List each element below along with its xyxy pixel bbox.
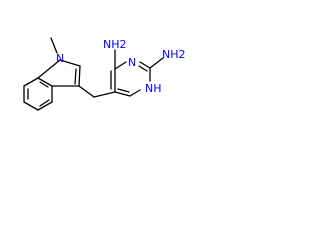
bond-c5-c4 [37, 101, 53, 111]
bond-c2-nh2 [149, 57, 164, 69]
bond-c2-c3-double [74, 68, 77, 85]
bond-inner-2 [39, 99, 50, 107]
bond-c3-ch2 [78, 85, 95, 98]
bond-n3-c2-double [138, 65, 148, 72]
atom-ring-n3: N [128, 56, 136, 69]
atom-indole-n: N [56, 52, 64, 65]
bond-c6-c5 [23, 101, 39, 111]
bond-c6-c5 [114, 91, 131, 97]
atom-amine-4: NH2 [103, 38, 127, 51]
bond-inner-3 [39, 81, 49, 88]
bond-c2-c3 [78, 65, 81, 87]
molecule-structure: N NH2 NH2 N NH [23, 37, 186, 111]
bond-n1-methyl [50, 37, 58, 54]
bond-ch2-c5 [93, 91, 116, 98]
bond-c4-n3 [114, 61, 127, 70]
bond-n3-c2 [139, 61, 151, 69]
atom-amine-2: NH2 [162, 48, 186, 61]
atom-label-layer: N NH2 NH2 N NH [56, 38, 186, 95]
bond-c7a-c7 [23, 77, 39, 87]
atom-ring-n1: NH [145, 82, 162, 95]
bond-n1-c6 [129, 89, 141, 97]
bond-layer [23, 37, 164, 111]
bond-c7a-n1 [37, 59, 61, 79]
bond-c6-c5-double [117, 88, 130, 93]
bond-n1-c2 [59, 59, 81, 67]
bond-c3a-c7a [37, 77, 53, 87]
